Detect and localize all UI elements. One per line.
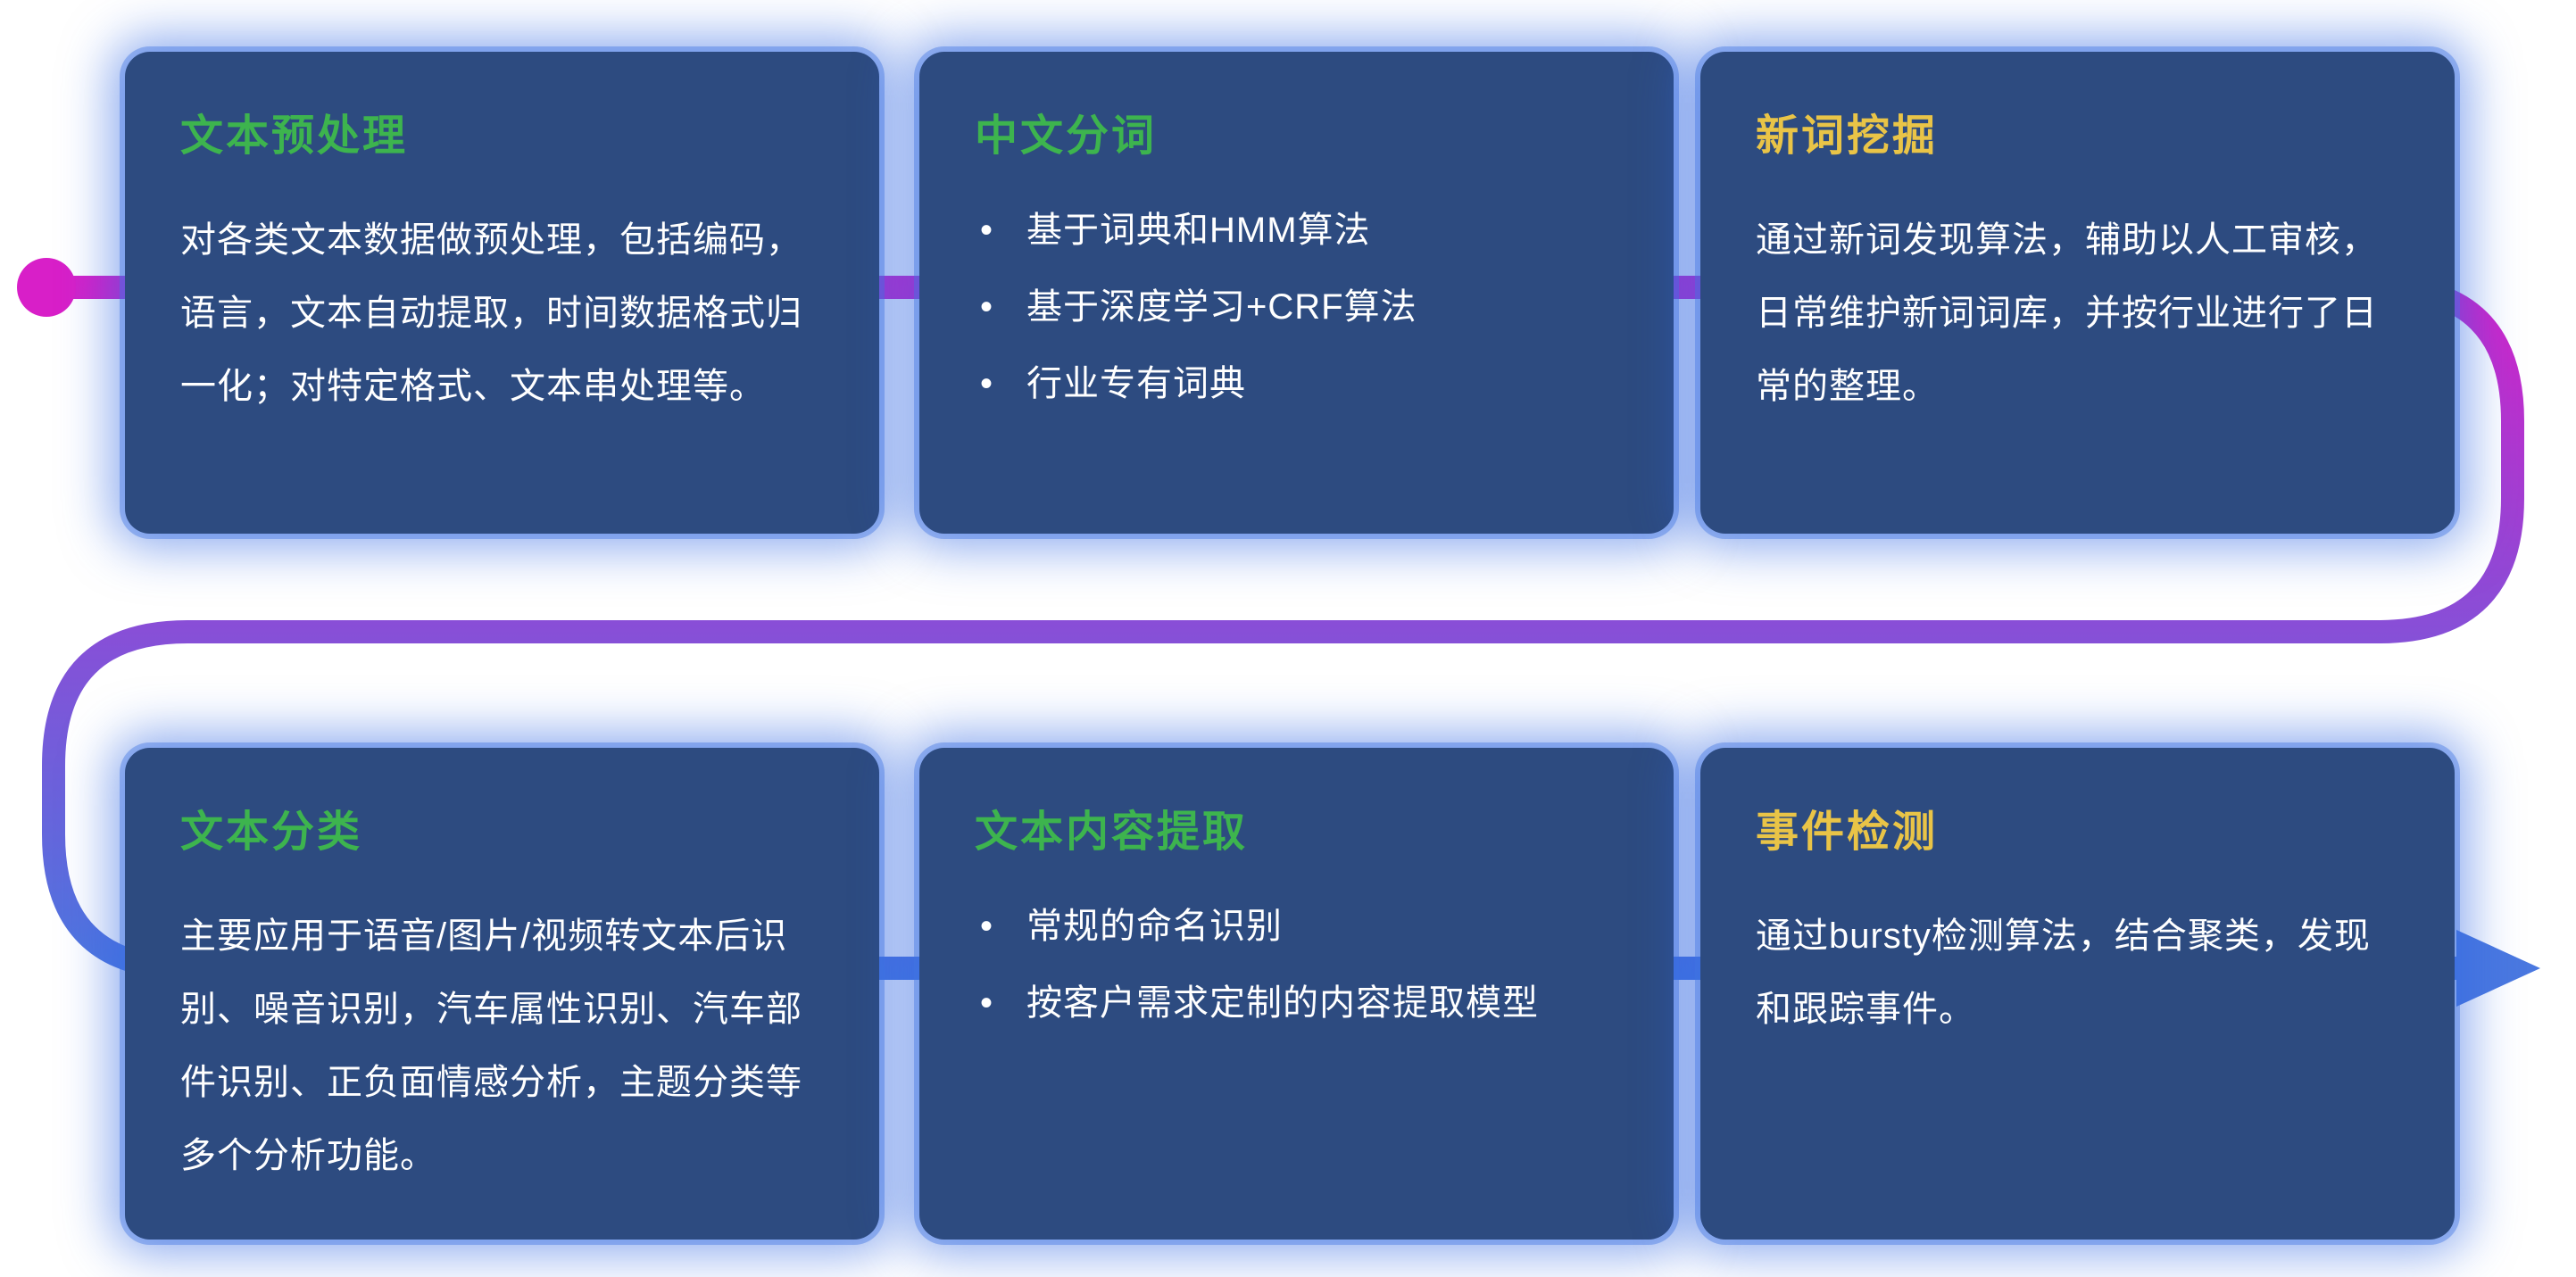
card-title: 文本内容提取: [975, 808, 1249, 856]
flow-path: [42, 276, 2524, 980]
card-text-preprocessing: 文本预处理 对各类文本数据做预处理，包括编码，语言，文本自动提取，时间数据格式归…: [125, 52, 879, 534]
flow-arrow-icon: [2456, 930, 2540, 1007]
card-body: 通过新词发现算法，辅助以人工审核，日常维护新词词库，并按行业进行了日常的整理。: [1756, 220, 2378, 406]
card-title: 新词挖掘: [1756, 112, 1939, 160]
card-chinese-word-segmentation: 中文分词 基于词典和HMM算法 基于深度学习+CRF算法 行业专有词典: [919, 52, 1674, 534]
card-title: 中文分词: [975, 112, 1158, 160]
flow-start-dot: [17, 258, 76, 317]
card-body: 通过bursty检测算法，结合聚类，发现和跟踪事件。: [1756, 916, 2371, 1029]
card-title: 事件检测: [1756, 808, 1939, 856]
card-title: 文本预处理: [180, 112, 409, 160]
card-text-classification: 文本分类 主要应用于语音/图片/视频转文本后识别、噪音识别，汽车属性识别、汽车部…: [125, 748, 879, 1240]
card-text-content-extraction: 文本内容提取 常规的命名识别 按客户需求定制的内容提取模型: [919, 748, 1674, 1240]
bullet-item: 基于词典和HMM算法: [975, 203, 1618, 257]
card-new-word-mining: 新词挖掘 通过新词发现算法，辅助以人工审核，日常维护新词词库，并按行业进行了日常…: [1700, 52, 2455, 534]
card-title: 文本分类: [180, 808, 363, 856]
bullet-list: 基于词典和HMM算法 基于深度学习+CRF算法 行业专有词典: [975, 203, 1618, 410]
bullet-item: 行业专有词典: [975, 357, 1618, 410]
card-body: 对各类文本数据做预处理，包括编码，语言，文本自动提取，时间数据格式归一化；对特定…: [180, 220, 802, 406]
card-event-detection: 事件检测 通过bursty检测算法，结合聚类，发现和跟踪事件。: [1700, 748, 2455, 1240]
bullet-item: 基于深度学习+CRF算法: [975, 280, 1618, 334]
bullet-list: 常规的命名识别 按客户需求定制的内容提取模型: [975, 900, 1618, 1030]
bullet-item: 按客户需求定制的内容提取模型: [975, 976, 1618, 1030]
card-body: 主要应用于语音/图片/视频转文本后识别、噪音识别，汽车属性识别、汽车部件识别、正…: [180, 916, 802, 1175]
bullet-item: 常规的命名识别: [975, 900, 1618, 953]
